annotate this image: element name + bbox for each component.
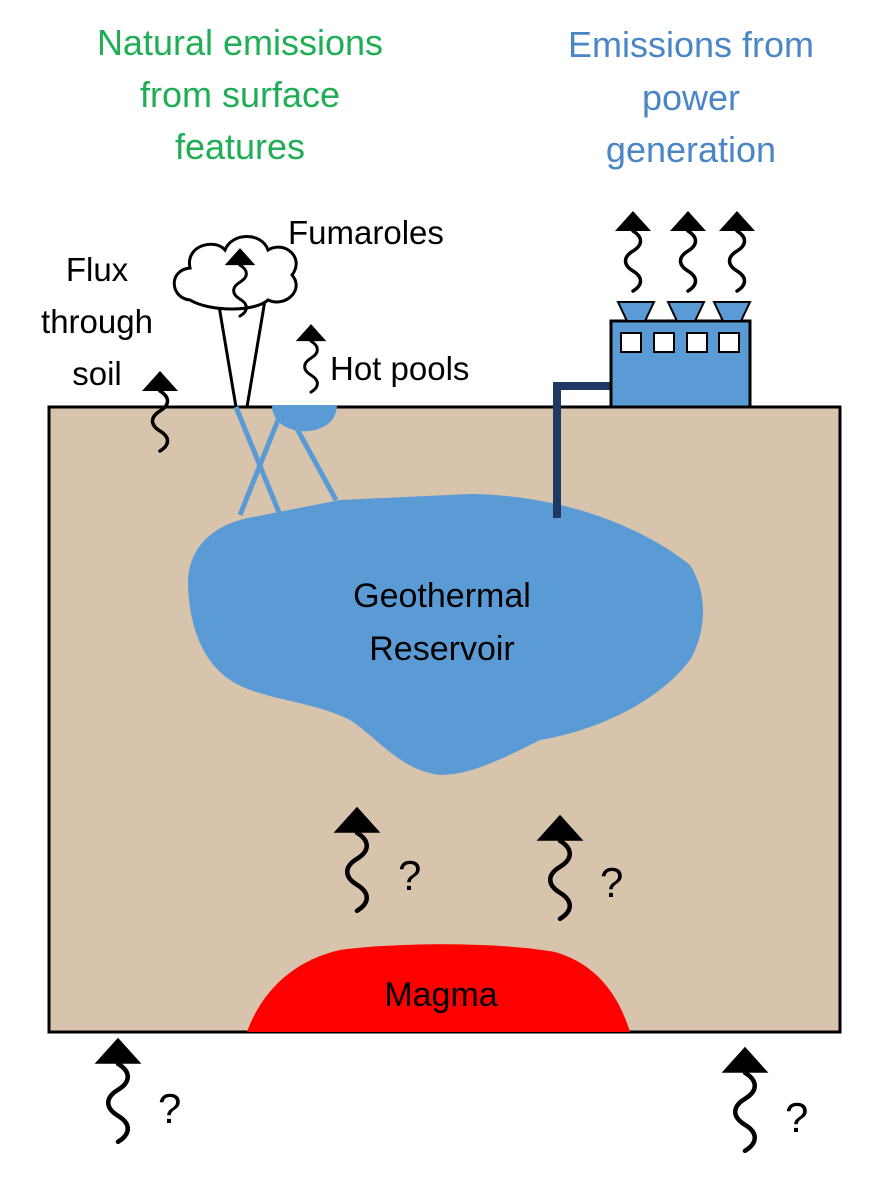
deep-flux-question-2: ? (600, 859, 623, 906)
fumarole-vent-right (245, 299, 267, 408)
magma-label: Magma (384, 976, 497, 1014)
geothermal-reservoir (188, 494, 704, 775)
flux-label-line-3: soil (72, 355, 122, 392)
reservoir-label-line-1: Geothermal (353, 577, 531, 615)
hot-pools-label: Hot pools (330, 350, 469, 387)
below-ground-question-right: ? (785, 1094, 808, 1141)
power-emissions-heading-line-3: generation (606, 129, 776, 170)
power-plant-windows (620, 332, 740, 353)
power-emission-arrow-3 (717, 209, 757, 293)
flux-label-line-1: Flux (66, 251, 129, 288)
power-plant-chimneys (616, 301, 752, 322)
hot-pool-bowl (272, 405, 337, 432)
fumarole-vent-left (216, 299, 238, 408)
power-plant-pipe (553, 382, 612, 518)
power-emissions-heading-line-1: Emissions from (568, 24, 814, 65)
natural-emissions-heading-line-1: Natural emissions (97, 22, 383, 63)
fumarole-cloud (172, 235, 298, 311)
below-ground-arrow-right (722, 1047, 769, 1151)
natural-emissions-heading-line-2: from surface (140, 74, 340, 115)
subsurface-channels (233, 406, 339, 516)
flux-label-line-2: through (41, 303, 153, 340)
hot-pool-emission-arrow (294, 322, 328, 394)
reservoir-label-line-2: Reservoir (369, 630, 514, 668)
below-ground-arrow-left (95, 1038, 142, 1142)
power-emissions-heading-line-2: power (642, 77, 740, 118)
below-ground-question-left: ? (158, 1085, 181, 1132)
power-emission-arrow-1 (613, 209, 653, 293)
deep-flux-question-1: ? (398, 852, 421, 899)
power-emission-arrow-2 (668, 209, 708, 293)
magma-body (247, 944, 630, 1032)
natural-emissions-heading-line-3: features (175, 126, 305, 167)
fumaroles-label: Fumaroles (288, 214, 444, 251)
